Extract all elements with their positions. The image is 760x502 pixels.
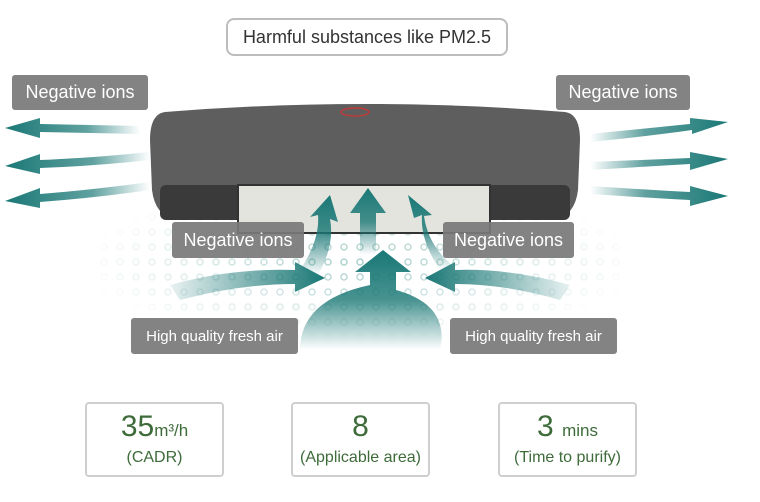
harmful-substances-label: Harmful substances like PM2.5 — [226, 18, 508, 56]
stat-value: 35 — [120, 410, 155, 443]
stat-applicable-area: 8 (Applicable area) — [291, 402, 430, 477]
stat-unit: m³/h — [154, 421, 189, 440]
negative-ions-label: Negative ions — [443, 222, 574, 258]
negative-ions-label: Negative ions — [172, 222, 304, 258]
negative-ions-label: Negative ions — [12, 75, 148, 110]
negative-ions-label: Negative ions — [556, 75, 690, 110]
stat-unit: mins — [562, 421, 598, 440]
fresh-air-label: High quality fresh air — [450, 318, 617, 354]
intake-arrows-up — [170, 188, 570, 350]
logo-icon — [340, 107, 370, 117]
fresh-air-label: High quality fresh air — [131, 318, 298, 354]
stat-caption: (CADR) — [126, 449, 183, 466]
stat-cadr: 35m³/h (CADR) — [85, 402, 224, 477]
outflow-arrows-left — [5, 118, 150, 208]
stat-value: 8 — [352, 410, 369, 443]
stat-value: 3 — [537, 410, 554, 443]
outflow-arrows-right — [590, 118, 728, 206]
stat-caption: (Applicable area) — [300, 449, 421, 466]
stat-purify-time: 3 mins (Time to purify) — [498, 402, 637, 477]
stat-caption: (Time to purify) — [514, 449, 621, 466]
